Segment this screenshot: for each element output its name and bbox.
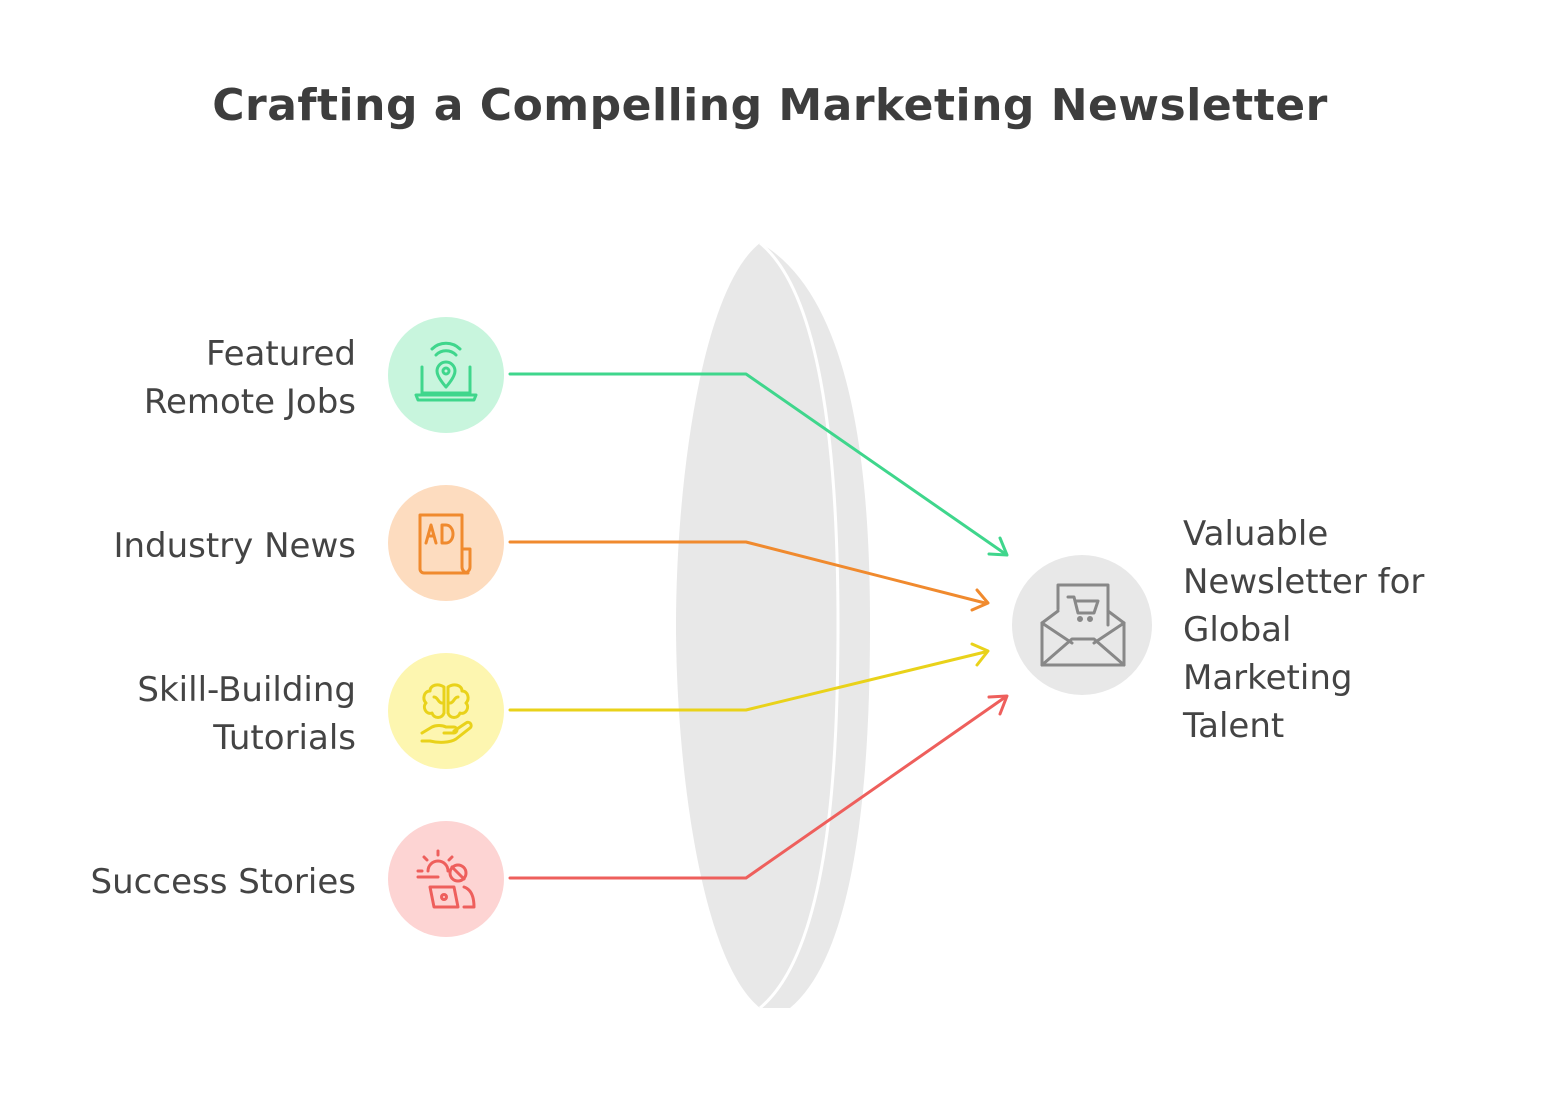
label-industry-news: Industry News bbox=[113, 526, 356, 566]
connector-success-stories bbox=[508, 694, 1009, 880]
envelope-cart-icon bbox=[1040, 583, 1126, 667]
label-featured-remote-jobs: Featured Remote Jobs bbox=[36, 330, 356, 426]
label-line: Featured bbox=[205, 334, 356, 374]
connector-industry-news bbox=[508, 540, 990, 612]
label-newsletter-output: Valuable Newsletter for Global Marketing… bbox=[1183, 510, 1543, 750]
brain-hand-icon bbox=[420, 683, 473, 744]
skill-building-tutorials-node bbox=[388, 653, 504, 769]
label-line: Valuable bbox=[1183, 514, 1329, 554]
label-line: Newsletter for bbox=[1183, 562, 1425, 602]
success-stories-node bbox=[388, 821, 504, 937]
connector-skill-building-tutorials bbox=[508, 642, 990, 712]
label-line: Talent bbox=[1183, 706, 1285, 746]
laptop-location-icon bbox=[414, 341, 478, 402]
featured-remote-jobs-node bbox=[388, 317, 504, 433]
label-line: Remote Jobs bbox=[143, 382, 356, 422]
industry-news-node bbox=[388, 485, 504, 601]
label-line: Tutorials bbox=[213, 718, 356, 758]
label-line: Marketing bbox=[1183, 658, 1353, 698]
sun-person-laptop-icon bbox=[416, 849, 476, 909]
newsletter-output-node bbox=[1012, 555, 1152, 695]
ad-newspaper-icon bbox=[418, 513, 472, 575]
label-skill-building-tutorials: Skill-Building Tutorials bbox=[36, 666, 356, 762]
label-line: Global bbox=[1183, 610, 1292, 650]
label-line: Skill-Building bbox=[137, 670, 356, 710]
diagram-title: Crafting a Compelling Marketing Newslett… bbox=[212, 80, 1328, 131]
label-success-stories: Success Stories bbox=[90, 862, 356, 902]
lens-shape bbox=[676, 241, 870, 1010]
connector-featured-remote-jobs bbox=[508, 372, 1009, 557]
